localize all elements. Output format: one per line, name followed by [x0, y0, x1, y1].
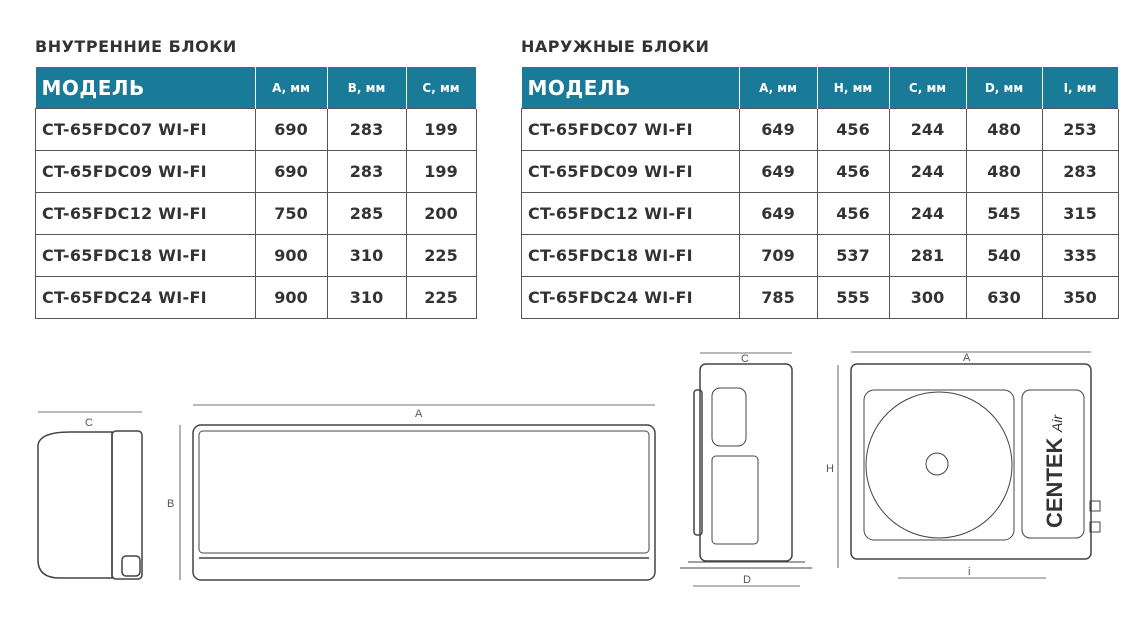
indoor-unit-side-view: C [37, 411, 143, 580]
table-cell: 315 [1041, 192, 1119, 235]
column-header: B, мм [327, 67, 407, 109]
table-cell: 200 [405, 192, 477, 235]
table-cell: 555 [816, 276, 890, 319]
column-header: I, мм [1042, 67, 1119, 109]
table-cell: 225 [405, 276, 477, 319]
model-name-cell: CT-65FDC18 WI-FI [521, 234, 740, 277]
outdoor-unit-side-view: C D [680, 352, 812, 587]
dim-label-c: C [741, 353, 749, 365]
table-cell: 649 [738, 108, 818, 151]
table-cell: 253 [1041, 108, 1119, 151]
model-name-cell: CT-65FDC12 WI-FI [521, 192, 740, 235]
model-name-cell: CT-65FDC07 WI-FI [521, 108, 740, 151]
column-header: A, мм [255, 67, 328, 109]
table-cell: 199 [405, 108, 477, 151]
table-cell: 456 [816, 108, 890, 151]
table-cell: 225 [405, 234, 477, 277]
dim-label-c: C [85, 417, 93, 429]
indoor-unit-front-view: A B [167, 404, 656, 581]
table-cell: 285 [326, 192, 407, 235]
table-cell: 709 [738, 234, 818, 277]
table-cell: 537 [816, 234, 890, 277]
table-cell: 281 [888, 234, 967, 277]
table-cell: 750 [254, 192, 328, 235]
dim-label-d: D [743, 574, 751, 586]
dim-label-a: A [963, 352, 971, 364]
table-cell: 630 [965, 276, 1043, 319]
column-header: МОДЕЛЬ [35, 67, 256, 109]
table-cell: 545 [965, 192, 1043, 235]
table-cell: 300 [888, 276, 967, 319]
outdoor-units-title: НАРУЖНЫЕ БЛОКИ [521, 37, 710, 56]
table-cell: 335 [1041, 234, 1119, 277]
model-name-cell: CT-65FDC18 WI-FI [35, 234, 256, 277]
column-header: D, мм [966, 67, 1043, 109]
table-cell: 900 [254, 234, 328, 277]
table-cell: 283 [326, 150, 407, 193]
column-header: H, мм [817, 67, 890, 109]
table-cell: 649 [738, 192, 818, 235]
indoor-units-title: ВНУТРЕННИЕ БЛОКИ [35, 37, 237, 56]
table-cell: 350 [1041, 276, 1119, 319]
table-cell: 649 [738, 150, 818, 193]
table-cell: 456 [816, 192, 890, 235]
table-cell: 480 [965, 108, 1043, 151]
dim-label-b: B [167, 498, 174, 510]
model-name-cell: CT-65FDC07 WI-FI [35, 108, 256, 151]
model-name-cell: CT-65FDC24 WI-FI [521, 276, 740, 319]
column-header: A, мм [739, 67, 818, 109]
column-header: МОДЕЛЬ [521, 67, 740, 109]
table-cell: 900 [254, 276, 328, 319]
table-cell: 480 [965, 150, 1043, 193]
table-cell: 690 [254, 150, 328, 193]
column-header: C, мм [889, 67, 967, 109]
table-cell: 690 [254, 108, 328, 151]
table-cell: 456 [816, 150, 890, 193]
table-cell: 244 [888, 192, 967, 235]
table-cell: 199 [405, 150, 477, 193]
dim-label-h: H [826, 463, 834, 475]
dim-label-a: A [415, 408, 423, 420]
model-name-cell: CT-65FDC09 WI-FI [521, 150, 740, 193]
table-cell: 785 [738, 276, 818, 319]
outdoor-unit-front-view: A H i CENTEK Air [826, 351, 1101, 579]
column-header: C, мм [406, 67, 477, 109]
centek-logo: CENTEK [1042, 437, 1067, 528]
centek-logo-sub: Air [1049, 414, 1065, 433]
dim-label-i: i [968, 566, 970, 578]
